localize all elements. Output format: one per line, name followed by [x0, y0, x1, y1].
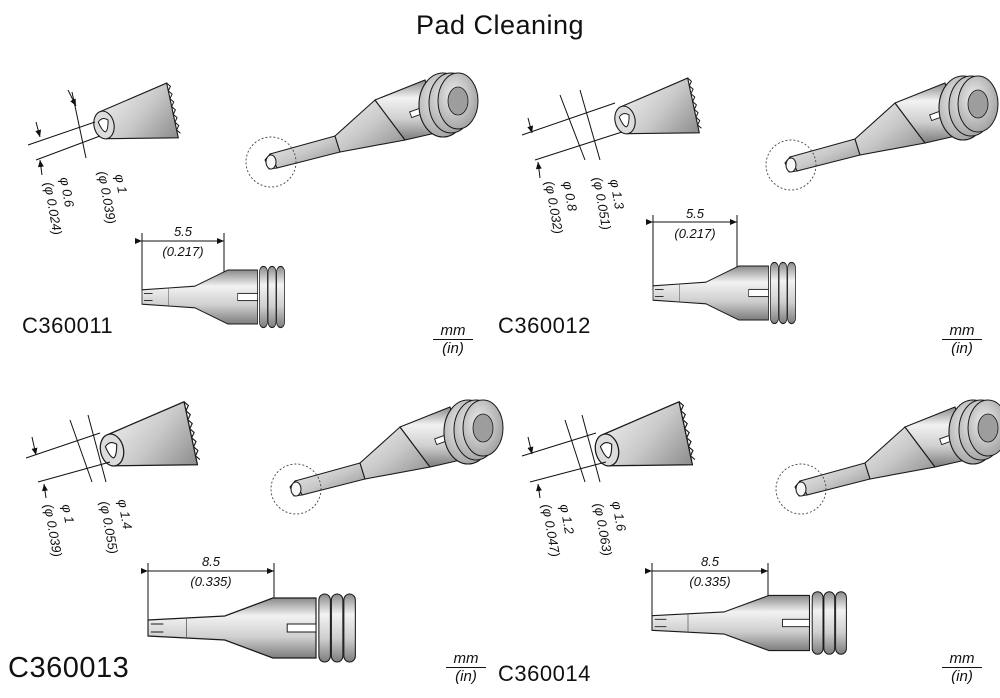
- unit-legend: mm (in): [433, 322, 473, 357]
- unit-mm: mm: [446, 650, 486, 668]
- part-number-c360014: C360014: [498, 661, 591, 686]
- length-mm-label: 8.5: [202, 554, 221, 569]
- close-up-view: [93, 400, 202, 485]
- inner-diameter-label: φ 0.6: [57, 176, 77, 209]
- inner-diameter-inch-label: (φ 0.032): [542, 180, 566, 235]
- close-up-view: [608, 76, 703, 151]
- unit-legend: mm (in): [942, 322, 982, 357]
- outer-diameter-inch-label: (φ 0.063): [591, 502, 615, 557]
- outer-diameter-label: φ 1: [112, 173, 130, 195]
- outer-diameter-label: φ 1.4: [115, 498, 135, 530]
- side-view: [147, 593, 356, 663]
- unit-in: (in): [951, 668, 973, 685]
- unit-legend: mm (in): [446, 650, 486, 685]
- isometric-view: [270, 399, 504, 515]
- diameter-leaders: [27, 89, 101, 176]
- unit-mm: mm: [942, 322, 982, 340]
- isometric-view: [245, 72, 479, 188]
- inner-diameter-inch-label: (φ 0.047): [539, 503, 563, 558]
- outer-diameter-inch-label: (φ 0.055): [97, 500, 121, 555]
- page-title: Pad Cleaning: [415, 10, 585, 40]
- close-up-view: [588, 400, 697, 485]
- part-number-c360013: C360013: [8, 652, 130, 684]
- inner-diameter-label: φ 0.8: [560, 180, 580, 213]
- unit-in: (in): [442, 340, 464, 357]
- length-mm-label: 5.5: [686, 206, 705, 221]
- length-in-label: (0.335): [190, 574, 231, 589]
- inner-diameter-label: φ 1: [59, 503, 77, 525]
- inner-diameter-inch-label: (φ 0.024): [41, 181, 65, 236]
- inner-diameter-label: φ 1.2: [557, 503, 577, 536]
- side-view: [652, 261, 797, 325]
- outer-diameter-inch-label: (φ 0.051): [590, 176, 614, 231]
- unit-in: (in): [455, 668, 477, 685]
- panel-c360012: φ 0.8 (φ 0.032) φ 1.3 (φ 0.051) 5.5 (0.2…: [521, 75, 999, 325]
- length-mm-label: 8.5: [701, 554, 720, 569]
- unit-mm: mm: [433, 322, 473, 340]
- part-number-c360012: C360012: [498, 313, 591, 338]
- isometric-view: [775, 399, 1000, 515]
- outer-diameter-label: φ 1.3: [607, 178, 627, 211]
- unit-mm: mm: [942, 650, 982, 668]
- outer-diameter-inch-label: (φ 0.039): [95, 170, 119, 225]
- inner-diameter-inch-label: (φ 0.039): [41, 503, 65, 558]
- unit-legend: mm (in): [942, 650, 982, 685]
- close-up-view: [87, 81, 182, 156]
- length-in-label: (0.217): [162, 244, 203, 259]
- length-in-label: (0.217): [674, 226, 715, 241]
- panel-c360013: φ 1 (φ 0.039) φ 1.4 (φ 0.055) 8.5 (0.335…: [25, 399, 504, 663]
- panel-c360011: φ 0.6 (φ 0.024) φ 1 (φ 0.039) 5.5 (0.217…: [27, 72, 479, 329]
- length-in-label: (0.335): [689, 574, 730, 589]
- outer-diameter-label: φ 1.6: [609, 500, 629, 533]
- side-view: [141, 265, 286, 329]
- part-number-c360011: C360011: [22, 313, 114, 338]
- panel-c360014: φ 1.2 (φ 0.047) φ 1.6 (φ 0.063) 8.5 (0.3…: [521, 399, 1000, 655]
- isometric-view: [765, 75, 999, 191]
- length-mm-label: 5.5: [174, 224, 193, 239]
- side-view: [651, 591, 847, 655]
- unit-in: (in): [951, 340, 973, 357]
